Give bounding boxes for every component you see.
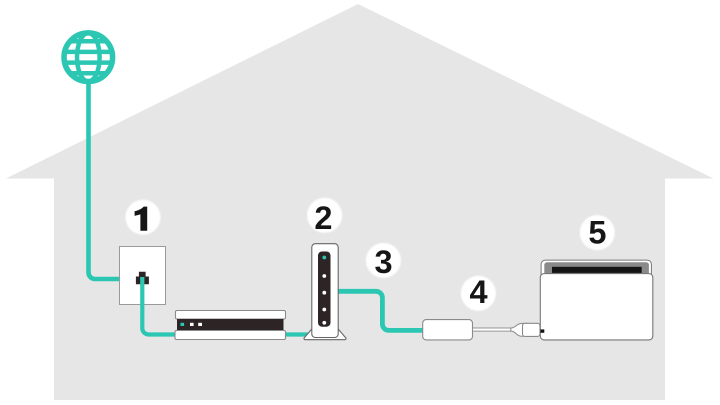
- svg-text:3: 3: [375, 244, 393, 280]
- svg-text:4: 4: [469, 274, 487, 310]
- svg-text:5: 5: [588, 215, 606, 251]
- svg-text:2: 2: [314, 200, 332, 236]
